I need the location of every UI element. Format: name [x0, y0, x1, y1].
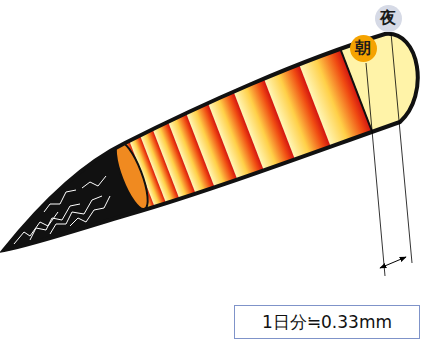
node-label: 1日分≒0.33mm: [262, 313, 392, 332]
leader-line: [391, 33, 412, 263]
blade-outline: [4, 34, 418, 250]
node-label: 夜: [380, 10, 396, 26]
leader-line: [366, 63, 385, 276]
dimension-arrow: [380, 257, 406, 268]
night-marker: 夜: [375, 5, 402, 32]
growth-band: [272, 0, 400, 219]
morning-marker: 朝: [350, 35, 377, 62]
node-label: 朝: [355, 40, 371, 56]
scale-note-box: 1日分≒0.33mm: [234, 305, 420, 339]
